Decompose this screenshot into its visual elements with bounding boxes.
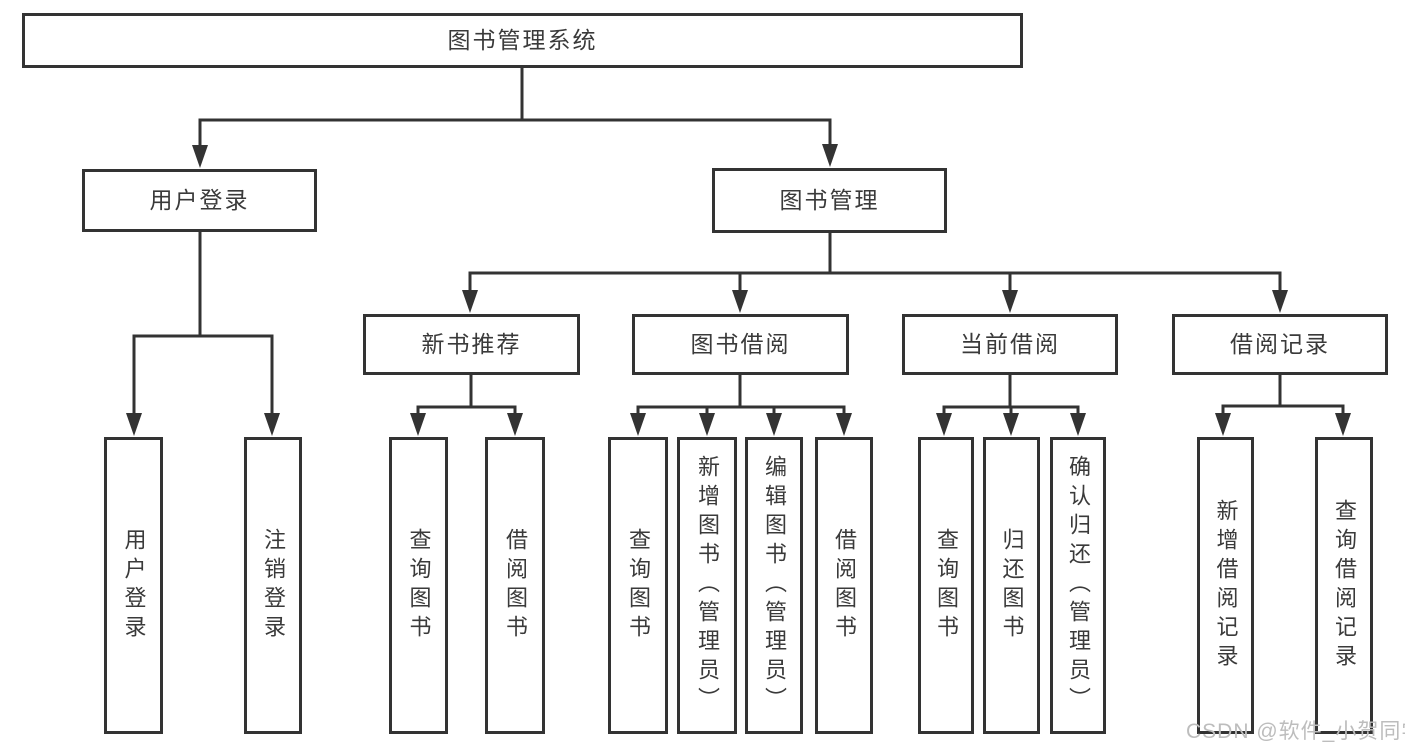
node-label: 借阅图书 <box>832 527 857 644</box>
node-label: 借阅图书 <box>503 527 528 644</box>
edges-user-login-to-leaves <box>126 230 280 436</box>
node-leaf-confirm-return-admin: 确认归还（管理员） <box>1050 437 1106 734</box>
node-leaf-return-books: 归还图书 <box>983 437 1040 734</box>
node-label: 确认归还（管理员） <box>1066 455 1091 716</box>
edges-borrowing-records-to-leaves <box>1215 373 1351 436</box>
node-book-management: 图书管理 <box>712 168 947 233</box>
node-label: 当前借阅 <box>960 331 1060 357</box>
node-label: 图书管理系统 <box>447 27 598 53</box>
node-leaf-query-books-current: 查询图书 <box>918 437 974 734</box>
node-label: 查询图书 <box>406 527 432 644</box>
edges-book-borrowing-to-leaves <box>630 373 852 436</box>
node-leaf-logout: 注销登录 <box>244 437 302 734</box>
node-leaf-query-books-recommend: 查询图书 <box>389 437 448 734</box>
node-label: 归还图书 <box>999 527 1025 644</box>
node-leaf-borrow-books-borrowing: 借阅图书 <box>815 437 873 734</box>
node-user-login: 用户登录 <box>82 169 317 232</box>
node-label: 查询借阅记录 <box>1332 498 1357 673</box>
edges-root-to-level2 <box>192 66 838 168</box>
node-leaf-add-borrow-record: 新增借阅记录 <box>1197 437 1254 734</box>
node-book-borrowing: 图书借阅 <box>632 314 849 375</box>
node-borrowing-records: 借阅记录 <box>1172 314 1388 375</box>
node-current-borrowing: 当前借阅 <box>902 314 1118 375</box>
node-label: 图书借阅 <box>690 331 791 357</box>
node-label: 用户登录 <box>121 527 147 644</box>
node-label: 用户登录 <box>149 187 250 213</box>
node-label: 查询图书 <box>626 527 651 644</box>
watermark: CSDN @软件_小贺同学 <box>1186 720 1405 743</box>
node-label: 借阅记录 <box>1230 331 1330 357</box>
node-library-management-system: 图书管理系统 <box>22 13 1023 68</box>
edges-book-management-to-level3 <box>462 231 1288 313</box>
node-label: 编辑图书（管理员） <box>762 455 787 716</box>
node-leaf-borrow-books-recommend: 借阅图书 <box>485 437 545 734</box>
node-leaf-query-borrow-record: 查询借阅记录 <box>1315 437 1373 734</box>
node-leaf-edit-books-admin: 编辑图书（管理员） <box>745 437 803 734</box>
edges-new-book-recommend-to-leaves <box>410 373 523 436</box>
node-label: 新增图书（管理员） <box>695 455 720 716</box>
node-label: 图书管理 <box>779 187 880 213</box>
node-label: 新增借阅记录 <box>1213 498 1239 673</box>
node-label: 查询图书 <box>934 527 959 644</box>
node-leaf-add-books-admin: 新增图书（管理员） <box>677 437 737 734</box>
node-leaf-query-books-borrowing: 查询图书 <box>608 437 668 734</box>
node-leaf-user-login: 用户登录 <box>104 437 163 734</box>
node-label: 注销登录 <box>261 527 286 644</box>
node-new-book-recommend: 新书推荐 <box>363 314 580 375</box>
node-label: 新书推荐 <box>421 331 522 357</box>
edges-current-borrowing-to-leaves <box>936 373 1086 436</box>
